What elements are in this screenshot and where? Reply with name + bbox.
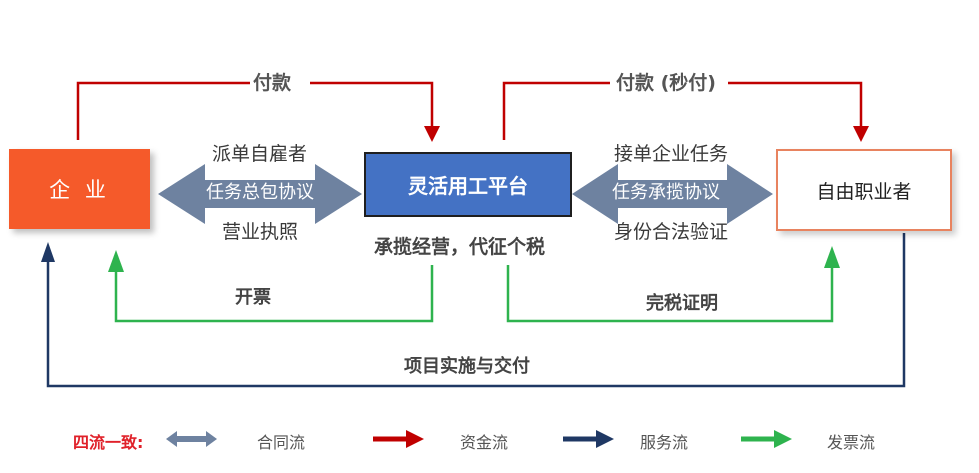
label-right-contract-line-3: 身份合法验证 [614,221,729,243]
node-platform: 灵活用工平台 [364,152,572,217]
contract-flow-double-arrow-left [158,164,362,224]
service-flow-line [46,233,906,388]
contract-flow-double-arrow-right [572,164,773,224]
invoice-flow-line-to-freelancer [506,265,834,323]
node-freelancer: 自由职业者 [776,149,952,231]
legend-service-arrow-icon [596,430,614,448]
legend-money-label: 资金流 [460,433,509,452]
label-platform-note: 承揽经营，代征个税 [374,236,546,258]
money-flow-line-enterprise-to-platform-end [310,81,434,128]
label-left-contract-line-1: 派单自雇者 [212,143,308,165]
node-enterprise: 企 业 [9,149,150,229]
label-left-contract-line-3: 营业执照 [222,221,299,243]
node-enterprise-label: 企 业 [49,178,110,202]
money-flow-line-platform-to-freelancer-end [728,81,863,128]
money-flow-arrowhead-freelancer [853,126,869,142]
money-flow-line-enterprise-to-platform [76,81,250,140]
label-right-contract-line-1: 接单企业任务 [614,143,729,165]
money-flow-arrowhead-platform [424,126,440,142]
label-payment-left: 付款 [253,72,292,94]
label-right-contract-line-2: 任务承揽协议 [612,182,720,203]
money-flow-line-platform-to-freelancer [502,81,610,140]
legend-invoice-arrow-icon [774,430,792,448]
legend-contract-label: 合同流 [257,433,306,452]
label-invoice: 开票 [235,287,271,308]
invoice-flow-arrowhead-enterprise [108,250,124,272]
invoice-flow-arrowhead-freelancer [824,246,840,268]
legend-invoice-label: 发票流 [827,433,876,452]
node-platform-label: 灵活用工平台 [408,174,528,198]
legend-money-arrow-icon [406,430,424,448]
service-flow-arrowhead-enterprise [41,242,55,262]
invoice-flow-line-to-enterprise [114,265,434,323]
legend-contract-arrow-icon [166,431,217,447]
legend-service-label: 服务流 [640,433,689,452]
label-payment-right: 付款 (秒付) [616,72,716,94]
node-freelancer-label: 自由职业者 [816,180,912,203]
label-left-contract-line-2: 任务总包协议 [206,182,314,203]
label-tax-certificate: 完税证明 [646,293,718,314]
legend-title: 四流一致: [73,433,144,452]
label-delivery: 项目实施与交付 [404,356,530,377]
